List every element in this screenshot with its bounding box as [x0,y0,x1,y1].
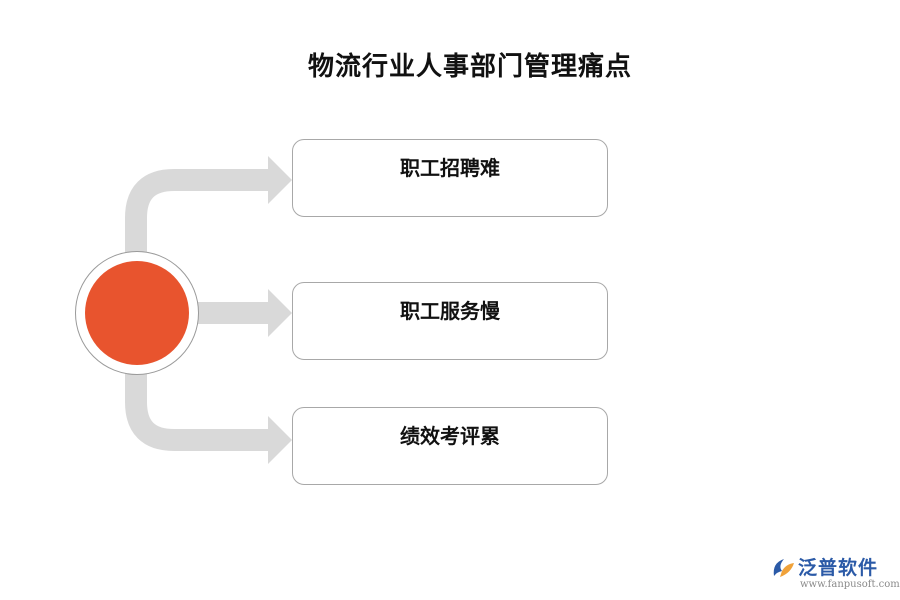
brand-url: www.fanpusoft.com [800,579,900,590]
arrow-bottom-head [268,416,292,464]
fanpu-logo-icon [773,559,794,577]
arrow-top-head [268,156,292,204]
diagram-title: 物流行业人事部门管理痛点 [307,52,632,82]
pain-point-label: 绩效考评累 [400,424,500,448]
arrow-top-shaft [125,169,272,256]
pain-point-label: 职工招聘难 [400,156,500,180]
brand-name: 泛普软件 [798,557,879,579]
center-node [75,251,199,375]
pain-point-box-recruitment: 职工招聘难 [292,139,608,217]
pain-point-box-service: 职工服务慢 [292,282,608,360]
arrow-middle-head [268,289,292,337]
center-node-fill [85,261,189,365]
brand-logo: 泛普软件 www.fanpusoft.com [770,553,900,593]
arrow-bottom-shaft [125,370,272,451]
pain-point-label: 职工服务慢 [400,299,500,323]
pain-point-box-appraisal: 绩效考评累 [292,407,608,485]
